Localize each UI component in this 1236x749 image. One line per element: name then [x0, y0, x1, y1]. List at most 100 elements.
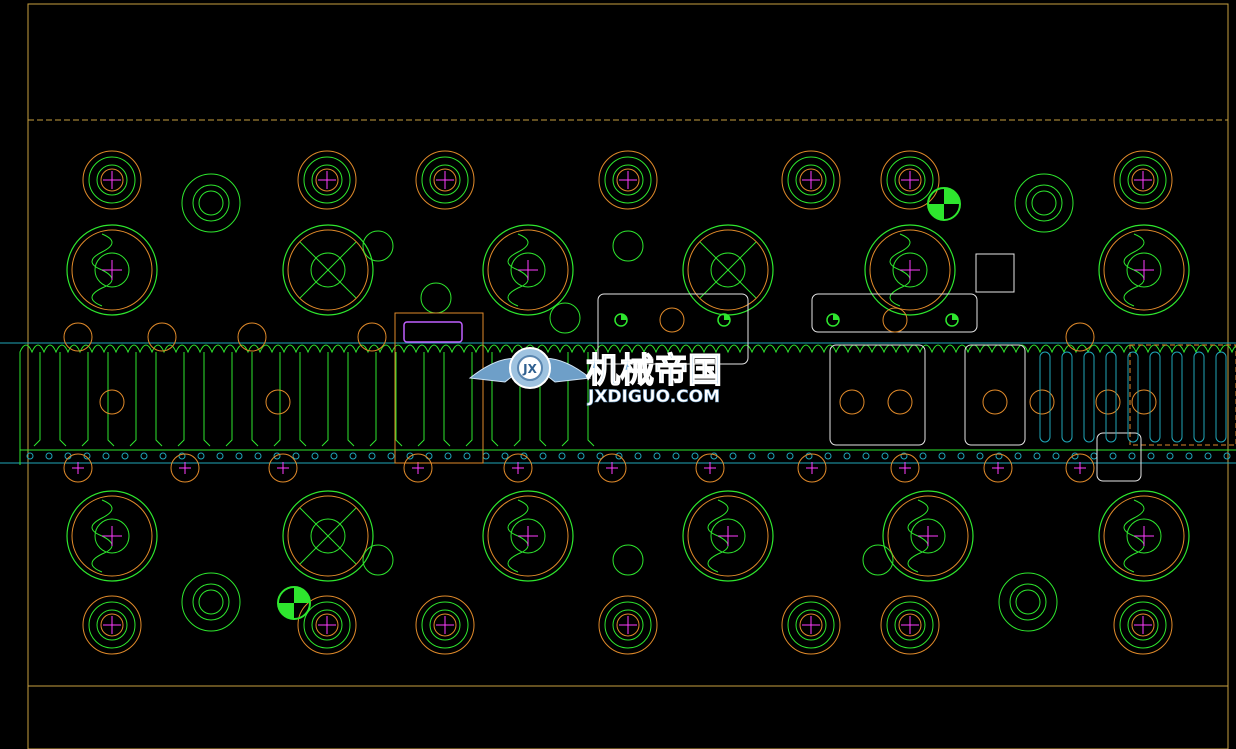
screw-hole-thread [1127, 609, 1159, 641]
small-hole [612, 230, 644, 262]
pilot-hole [862, 452, 870, 460]
pilot-hole [634, 452, 642, 460]
guide-post-bushing [287, 229, 369, 311]
screw-hole-outer [781, 595, 841, 655]
pilot-hole [406, 452, 414, 460]
pilot-hole [235, 452, 243, 460]
pilot-hole [577, 452, 585, 460]
pilot-hole [691, 452, 699, 460]
screw-hole-outer [598, 150, 658, 210]
pilot-hole [178, 452, 186, 460]
punch-slot [321, 352, 355, 447]
guide-post-center [310, 252, 346, 288]
pilot-hole [482, 452, 490, 460]
small-hole [549, 302, 581, 334]
guide-post-center [510, 252, 546, 288]
pilot-pin [597, 453, 627, 483]
pilot-hole [843, 452, 851, 460]
guide-post-center [892, 252, 928, 288]
pilot-pin [147, 322, 177, 352]
pin-hole-mid [1025, 184, 1063, 222]
punch-slot [465, 352, 499, 447]
pilot-pin [63, 322, 93, 352]
screw-hole-thread [612, 164, 644, 196]
guide-post-bushing [287, 495, 369, 577]
screw-hole-inner [100, 168, 124, 192]
pilot-hole [330, 452, 338, 460]
logo-letters: JX [522, 362, 537, 376]
screw-hole-outer [1113, 150, 1173, 210]
pin-hole-inner [1031, 190, 1057, 216]
pin-hole-outer [181, 572, 241, 632]
guide-post-bushing [487, 229, 569, 311]
punch-slot [417, 352, 451, 447]
strip-hole [99, 389, 125, 415]
screw-hole-thread [311, 164, 343, 196]
slot-cutout [1105, 351, 1117, 443]
screw-hole-thread [612, 609, 644, 641]
strip-scallop-edge [19, 344, 1236, 465]
pilot-hole [805, 452, 813, 460]
guide-post-cross [699, 241, 757, 299]
slot-cutout [1149, 351, 1161, 443]
screw-hole-outer [415, 150, 475, 210]
screw-hole-counterbore [421, 601, 469, 649]
guide-post-center [94, 252, 130, 288]
screw-hole-inner [1131, 168, 1155, 192]
pilot-hole [1223, 452, 1231, 460]
small-hole [862, 544, 894, 576]
pilot-pin [503, 453, 533, 483]
screw-hole-thread [894, 164, 926, 196]
guide-post-bushing [869, 229, 951, 311]
pilot-pin [1065, 322, 1095, 352]
screw-hole-inner [100, 613, 124, 637]
pilot-hole [976, 452, 984, 460]
screw-hole-inner [799, 168, 823, 192]
screw-hole-outer [880, 595, 940, 655]
pilot-pin [1065, 453, 1095, 483]
screw-hole-inner [433, 168, 457, 192]
pilot-hole [653, 452, 661, 460]
pilot-pin [983, 453, 1013, 483]
pilot-hole [292, 452, 300, 460]
strip-hole [1131, 389, 1157, 415]
strip-hole [882, 307, 908, 333]
outer-frame [27, 3, 1229, 749]
guide-post-outer [482, 490, 574, 582]
guide-post-center [710, 252, 746, 288]
pilot-hole [539, 452, 547, 460]
guide-post-bushing [887, 495, 969, 577]
insert-outline [394, 312, 484, 464]
guide-post-bushing [71, 495, 153, 577]
guide-post-bushing [1103, 495, 1185, 577]
watermark-en: JXDIGUO.COM [587, 387, 720, 407]
pilot-hole [83, 452, 91, 460]
pilot-pin [357, 322, 387, 352]
pilot-hole [558, 452, 566, 460]
strip-hole [839, 389, 865, 415]
screw-hole-counterbore [1119, 601, 1167, 649]
screw-hole-inner [433, 613, 457, 637]
screw-hole-thread [96, 164, 128, 196]
pilot-hole [1204, 452, 1212, 460]
slot-cutout [1215, 351, 1227, 443]
pilot-hole [1090, 452, 1098, 460]
block-target-fill [833, 314, 839, 320]
pilot-hole [1052, 452, 1060, 460]
pilot-hole [881, 452, 889, 460]
guide-post-outer [864, 224, 956, 316]
screw-hole-thread [96, 609, 128, 641]
pilot-pin [237, 322, 267, 352]
guide-post-outer [66, 490, 158, 582]
small-hole [362, 544, 394, 576]
pilot-hole [254, 452, 262, 460]
square-insert [975, 253, 1015, 293]
pilot-hole [1128, 452, 1136, 460]
die-insert [964, 344, 1026, 446]
pilot-hole [1185, 452, 1193, 460]
datum-target-fill [278, 603, 294, 619]
pilot-hole [45, 452, 53, 460]
guide-post-cross [299, 241, 357, 299]
guide-post-center [710, 518, 746, 554]
pin-hole-outer [998, 572, 1058, 632]
